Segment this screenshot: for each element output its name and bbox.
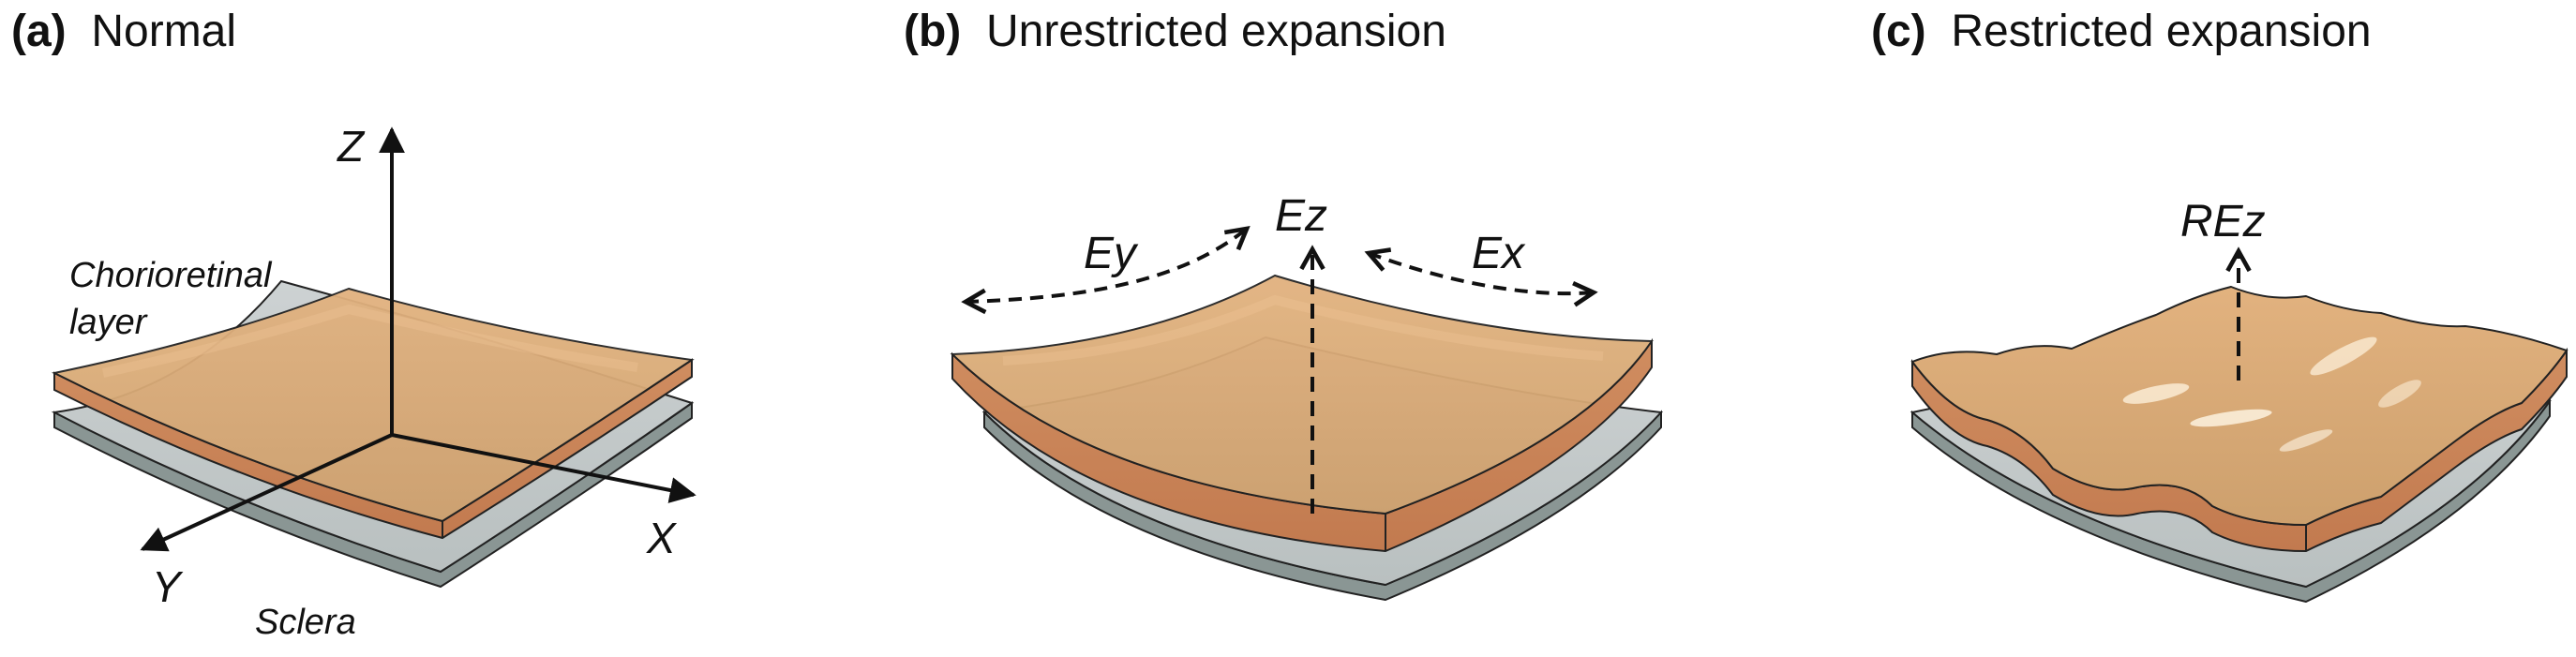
y-axis-arrow	[140, 433, 393, 552]
chorioretinal-layer-expanded	[950, 274, 1654, 553]
rez-label: REz	[2180, 197, 2266, 246]
x-axis-arrow	[391, 433, 696, 503]
chorioretinal-label-line1: Chorioretinal	[69, 256, 273, 295]
panel-c-title: (c) Restricted expansion	[1871, 6, 2372, 57]
ey-arrow	[966, 229, 1247, 302]
panel-a-letter: (a)	[11, 7, 67, 56]
ez-label: Ez	[1275, 191, 1327, 241]
ex-arrow	[1369, 253, 1594, 293]
panel-b-title: (b) Unrestricted expansion	[904, 6, 1446, 57]
panel-normal: (a) Normal Z X Y Chorioretinal layer Scl…	[0, 0, 844, 657]
ex-label: Ex	[1472, 229, 1526, 278]
panel-b-title-text: Unrestricted expansion	[985, 7, 1446, 56]
panel-c-title-text: Restricted expansion	[1951, 7, 2372, 56]
chorioretinal-layer-wrinkled	[1910, 285, 2569, 553]
panel-a-title-text: Normal	[91, 7, 237, 56]
panel-c-letter: (c)	[1871, 7, 1926, 56]
panel-c-diagram: REz	[1910, 197, 2569, 604]
ey-label: Ey	[1084, 229, 1139, 278]
panel-a-title: (a) Normal	[11, 6, 236, 57]
panel-a-diagram: Z X Y Chorioretinal layer Sclera	[51, 122, 696, 642]
panel-unrestricted-expansion: (b) Unrestricted expansion Ey Ez Ex	[844, 0, 1744, 657]
axis-x-label: X	[646, 514, 678, 562]
panel-b-diagram: Ey Ez Ex	[950, 191, 1664, 602]
axis-z-label: Z	[337, 122, 366, 171]
sclera-label: Sclera	[255, 603, 356, 642]
chorioretinal-layer	[51, 287, 695, 540]
axis-y-label: Y	[152, 562, 184, 611]
chorioretinal-label-line2: layer	[69, 303, 148, 342]
axes	[140, 127, 696, 552]
panel-b-letter: (b)	[904, 7, 962, 56]
panel-restricted-expansion: (c) Restricted expansion REz	[1744, 0, 2576, 657]
